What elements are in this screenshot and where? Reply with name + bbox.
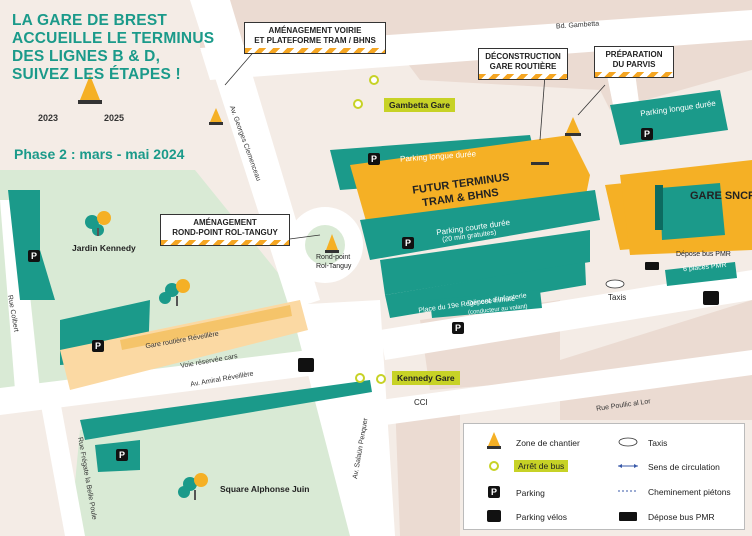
callout-line: PRÉPARATION [605,50,663,59]
callout-line: AMÉNAGEMENT VOIRIE [268,26,362,35]
year-end: 2025 [104,113,125,123]
legend-depose-pmr: Dépose bus PMR [648,512,715,522]
bus-stop-gambetta: Gambetta Gare [384,98,455,112]
place-depose-pmr: Dépose bus PMR [676,251,731,258]
title-line: DES LIGNES B & D, [12,48,161,65]
bus-stop-kennedy: Kennedy Gare [392,371,460,385]
year-start: 2023 [38,113,59,123]
bike-icon [298,358,314,372]
square-alphonse-juin-park [70,395,372,536]
bus-stop-icon [355,373,386,384]
tree-icon [178,473,208,500]
place-kennedy: Jardin Kennedy [72,243,136,253]
parking-icon: P [402,237,414,249]
parking-icon: P [116,449,128,461]
parking-icon: P [368,153,380,165]
title-line: ACCUEILLE LE TERMINUS [12,30,215,47]
cone-icon [325,234,339,253]
bus-pmr-icon [645,262,659,270]
bike-icon [703,291,719,305]
cone-icon [487,432,501,449]
bus-pmr-icon [619,512,637,521]
tree-icon [85,211,111,236]
callout-gare-routiere: DÉCONSTRUCTION GARE ROUTIÈRE [478,48,568,80]
taxi-icon [618,437,638,447]
callout-line: ROND-POINT ROL-TANGUY [172,228,278,237]
legend-sens: Sens de circulation [648,462,720,472]
place-gare-sncf: GARE SNCF [690,190,752,202]
bus-stop-icon [353,99,363,109]
place-cci: CCI [414,398,428,407]
bus-stop-icon [489,461,499,471]
callout-line: DU PARVIS [612,60,656,69]
futur-terminus-zone [350,135,590,235]
bus-stop-icon [369,75,379,85]
parking-icon: P [641,128,653,140]
callout-rond-point: AMÉNAGEMENT ROND-POINT ROL-TANGUY [160,214,290,246]
place-rond-point: Rol-Tanguy [316,263,352,270]
phase-title: Phase 2 : mars - mai 2024 [14,146,185,162]
legend: P Zone de chantier Arrêt de bus Parking … [463,423,745,530]
parking-icon: P [92,340,104,352]
title-line: SUIVEZ LES ÉTAPES ! [12,66,181,83]
place-rond-point: Rond-point [316,254,351,261]
tree-icon [159,279,190,306]
map-title: LA GARE DE BREST ACCUEILLE LE TERMINUS D… [12,12,214,84]
legend-velos: Parking vélos [516,512,568,522]
legend-taxis: Taxis [648,438,668,448]
parking-icon: P [28,250,40,262]
cone-icon [78,75,102,104]
callout-line: AMÉNAGEMENT [193,218,257,227]
callout-line: GARE ROUTIÈRE [489,62,557,71]
legend-arret: Arrêt de bus [514,460,569,472]
legend-zone: Zone de chantier [516,438,580,448]
callout-line: ET PLATEFORME TRAM / BHNS [254,36,376,45]
callout-voirie: AMÉNAGEMENT VOIRIE ET PLATEFORME TRAM / … [244,22,386,54]
legend-pietons: Cheminement piétons [648,487,731,497]
legend-icons [487,432,638,522]
parking-icon: P [452,322,464,334]
callout-parvis: PRÉPARATION DU PARVIS [594,46,674,78]
cone-icon [565,117,581,136]
parking-icon: P [488,486,500,498]
place-taxis: Taxis [608,293,627,302]
cone-icon [209,108,223,125]
title-line: LA GARE DE BREST [12,12,168,29]
legend-parking: Parking [516,488,545,498]
cone-icon [531,145,549,165]
bike-icon [487,510,501,522]
callout-line: DÉCONSTRUCTION [485,52,561,61]
taxi-icon [605,279,625,289]
place-alphonse: Square Alphonse Juin [220,484,310,494]
arrows-icon [618,464,638,468]
